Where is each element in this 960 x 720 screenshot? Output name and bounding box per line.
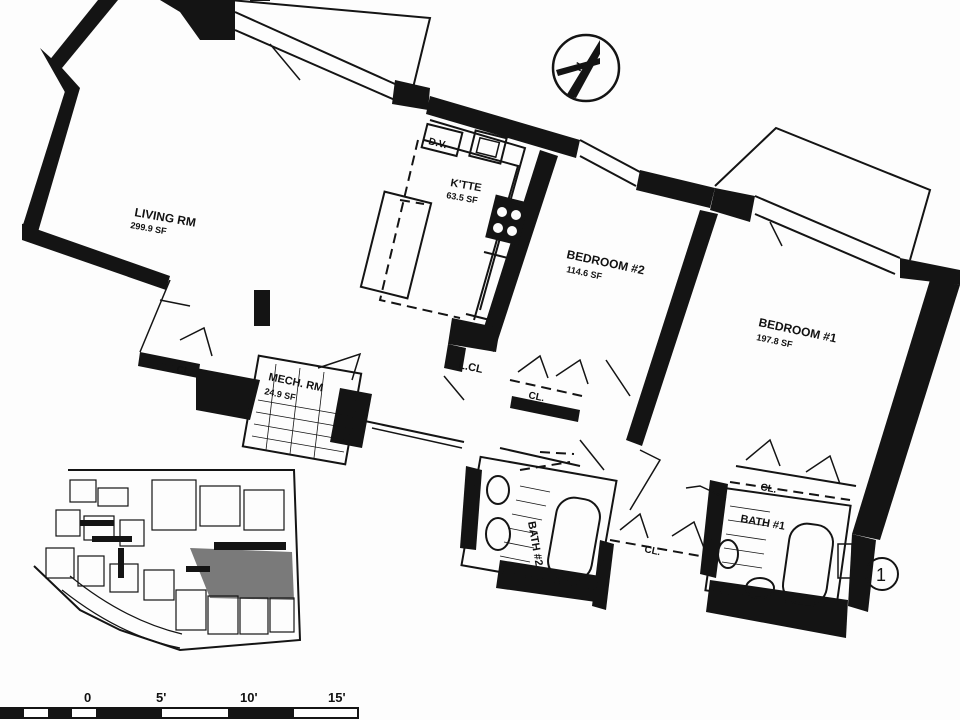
compass-ring (551, 33, 621, 103)
closet-label: CL. (175, 364, 193, 378)
unit-marker: 1 (865, 557, 899, 591)
dishwasher-label: D.V. (427, 136, 448, 151)
bath1-label: BATH #1 (739, 513, 785, 533)
key-plan-highlight (190, 548, 294, 600)
bath2-label: BATH #2 (525, 520, 545, 566)
linen-closet-label: L.CL (457, 359, 484, 376)
kitchen-label: K'TTE (449, 177, 482, 194)
scale-label-5: 5' (156, 690, 166, 705)
closet-label: CL. (643, 544, 661, 558)
scale-label-0: 0 (84, 690, 91, 705)
closet-label: CL. (759, 482, 777, 496)
north-arrow-icon (566, 40, 600, 98)
bath2-tiles (499, 485, 551, 563)
exterior-walls (22, 0, 960, 638)
mech-room-area: 24.9 SF (264, 386, 297, 402)
bath1-tiles (721, 505, 771, 569)
closet-label: CL. (527, 390, 545, 404)
windows (229, 0, 932, 275)
scale-bar: 0 5' 10' 15' (0, 690, 359, 719)
scale-label-10: 10' (240, 690, 258, 705)
compass: N (551, 33, 621, 103)
unit-marker-number: 1 (876, 565, 886, 585)
key-plan (33, 469, 302, 652)
mech-tiles (251, 363, 351, 459)
scale-label-15: 15' (328, 690, 346, 705)
interior-lines (139, 119, 857, 610)
